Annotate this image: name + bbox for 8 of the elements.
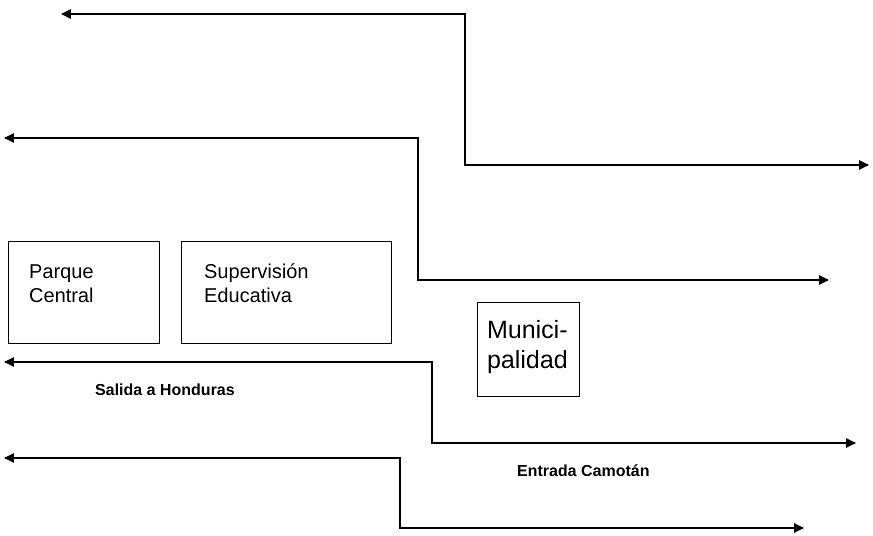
building-name: Parque Central [29,260,94,308]
building-box [8,241,160,344]
building-box [477,302,580,397]
building-name: Supervisión Educativa [204,260,310,308]
street-label: Salida a Honduras [95,382,235,400]
building-name: Munici-palidad [487,315,569,375]
building-box [181,241,392,344]
street-label: Entrada Camotán [517,463,650,481]
